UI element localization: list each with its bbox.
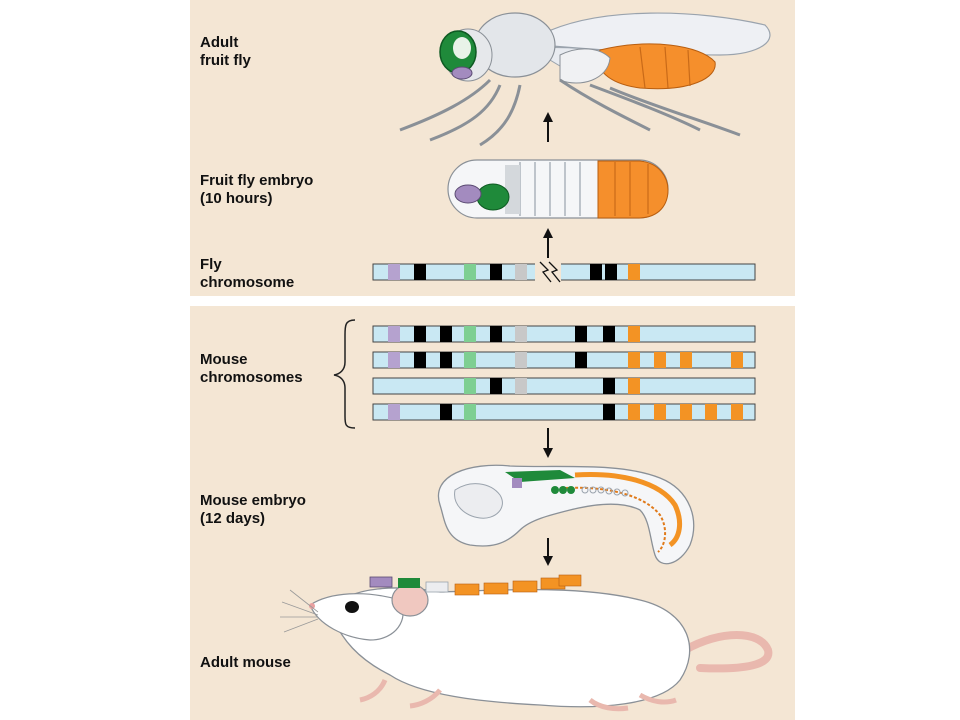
label-fruit-fly-embryo: Fruit fly embryo (10 hours) <box>200 172 314 207</box>
mouse-chromosome-1 <box>372 325 756 343</box>
brace-icon <box>333 319 356 429</box>
mouse-chromosome-4 <box>372 403 756 421</box>
label-mouse-chromosomes: Mouse chromosomes <box>200 351 303 386</box>
label-mouse-embryo: Mouse embryo (12 days) <box>200 492 306 527</box>
label-adult-fruit-fly: Adult fruit fly <box>200 34 251 69</box>
mouse-illustration <box>280 574 773 712</box>
fly-embryo-illustration <box>447 159 669 219</box>
up-arrow-icon <box>543 112 553 142</box>
mouse-chromosomes <box>372 325 756 421</box>
label-adult-mouse: Adult mouse <box>200 654 291 671</box>
mouse-chromosome-2 <box>372 351 756 369</box>
label-fly-chromosome: Fly chromosome <box>200 256 295 291</box>
mouse-embryo-illustration <box>437 464 695 565</box>
down-arrow-icon <box>543 538 553 566</box>
mouse-chromosome-3 <box>372 377 756 395</box>
up-arrow-icon <box>543 228 553 258</box>
down-arrow-icon <box>543 428 553 458</box>
fly-chromosome <box>372 261 756 283</box>
fly-illustration <box>399 12 771 147</box>
chromosome-break-icon <box>535 261 561 283</box>
